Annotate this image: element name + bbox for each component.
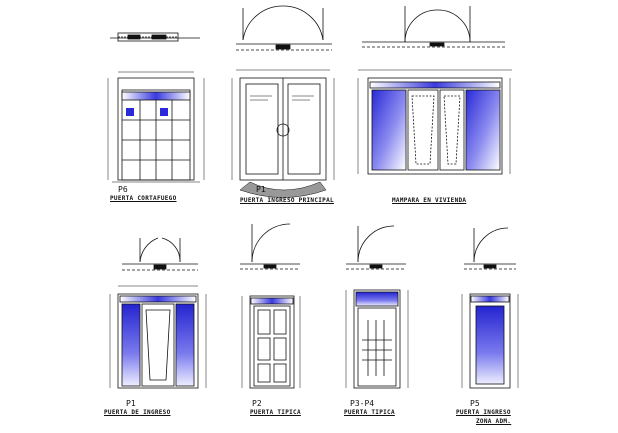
p2-title: PUERTA TIPICA <box>250 409 301 416</box>
p1-main-plan <box>236 5 332 51</box>
p1-main-elevation <box>231 69 335 198</box>
p2-elevation <box>241 295 301 389</box>
p6-plan <box>110 32 200 42</box>
p3p4-elevation <box>345 289 409 389</box>
mampara-elevation <box>357 69 512 175</box>
mampara-title: MAMPARA EN VIVIENDA <box>392 197 467 204</box>
p3p4-title: PUERTA TIPICA <box>344 409 395 416</box>
p1-main-title: PUERTA INGRESO PRINCIPAL <box>240 197 334 204</box>
p5-title-2: ZONA ADM. <box>476 418 512 425</box>
p3p4-code: P3-P4 <box>350 399 375 408</box>
p6-title: PUERTA CORTAFUEGO <box>110 195 177 202</box>
mampara-plan <box>362 6 505 48</box>
p1-main-code: P1 <box>256 185 266 194</box>
p6-elevation <box>107 71 205 183</box>
p5-code: P5 <box>470 399 480 408</box>
p2-code: P2 <box>252 399 262 408</box>
p2-plan <box>240 223 300 270</box>
p1-ingreso-plan <box>122 237 198 271</box>
p1-ingreso-elevation <box>109 285 207 389</box>
p5-plan <box>464 227 516 270</box>
p1-ingreso-code: P1 <box>126 399 136 408</box>
p6-code: P6 <box>118 185 128 194</box>
p5-title: PUERTA INGRESO <box>456 409 511 416</box>
p1-ingreso-title: PUERTA DE INGRESO <box>104 409 171 416</box>
p3p4-plan <box>346 225 406 270</box>
p5-elevation <box>461 293 519 389</box>
